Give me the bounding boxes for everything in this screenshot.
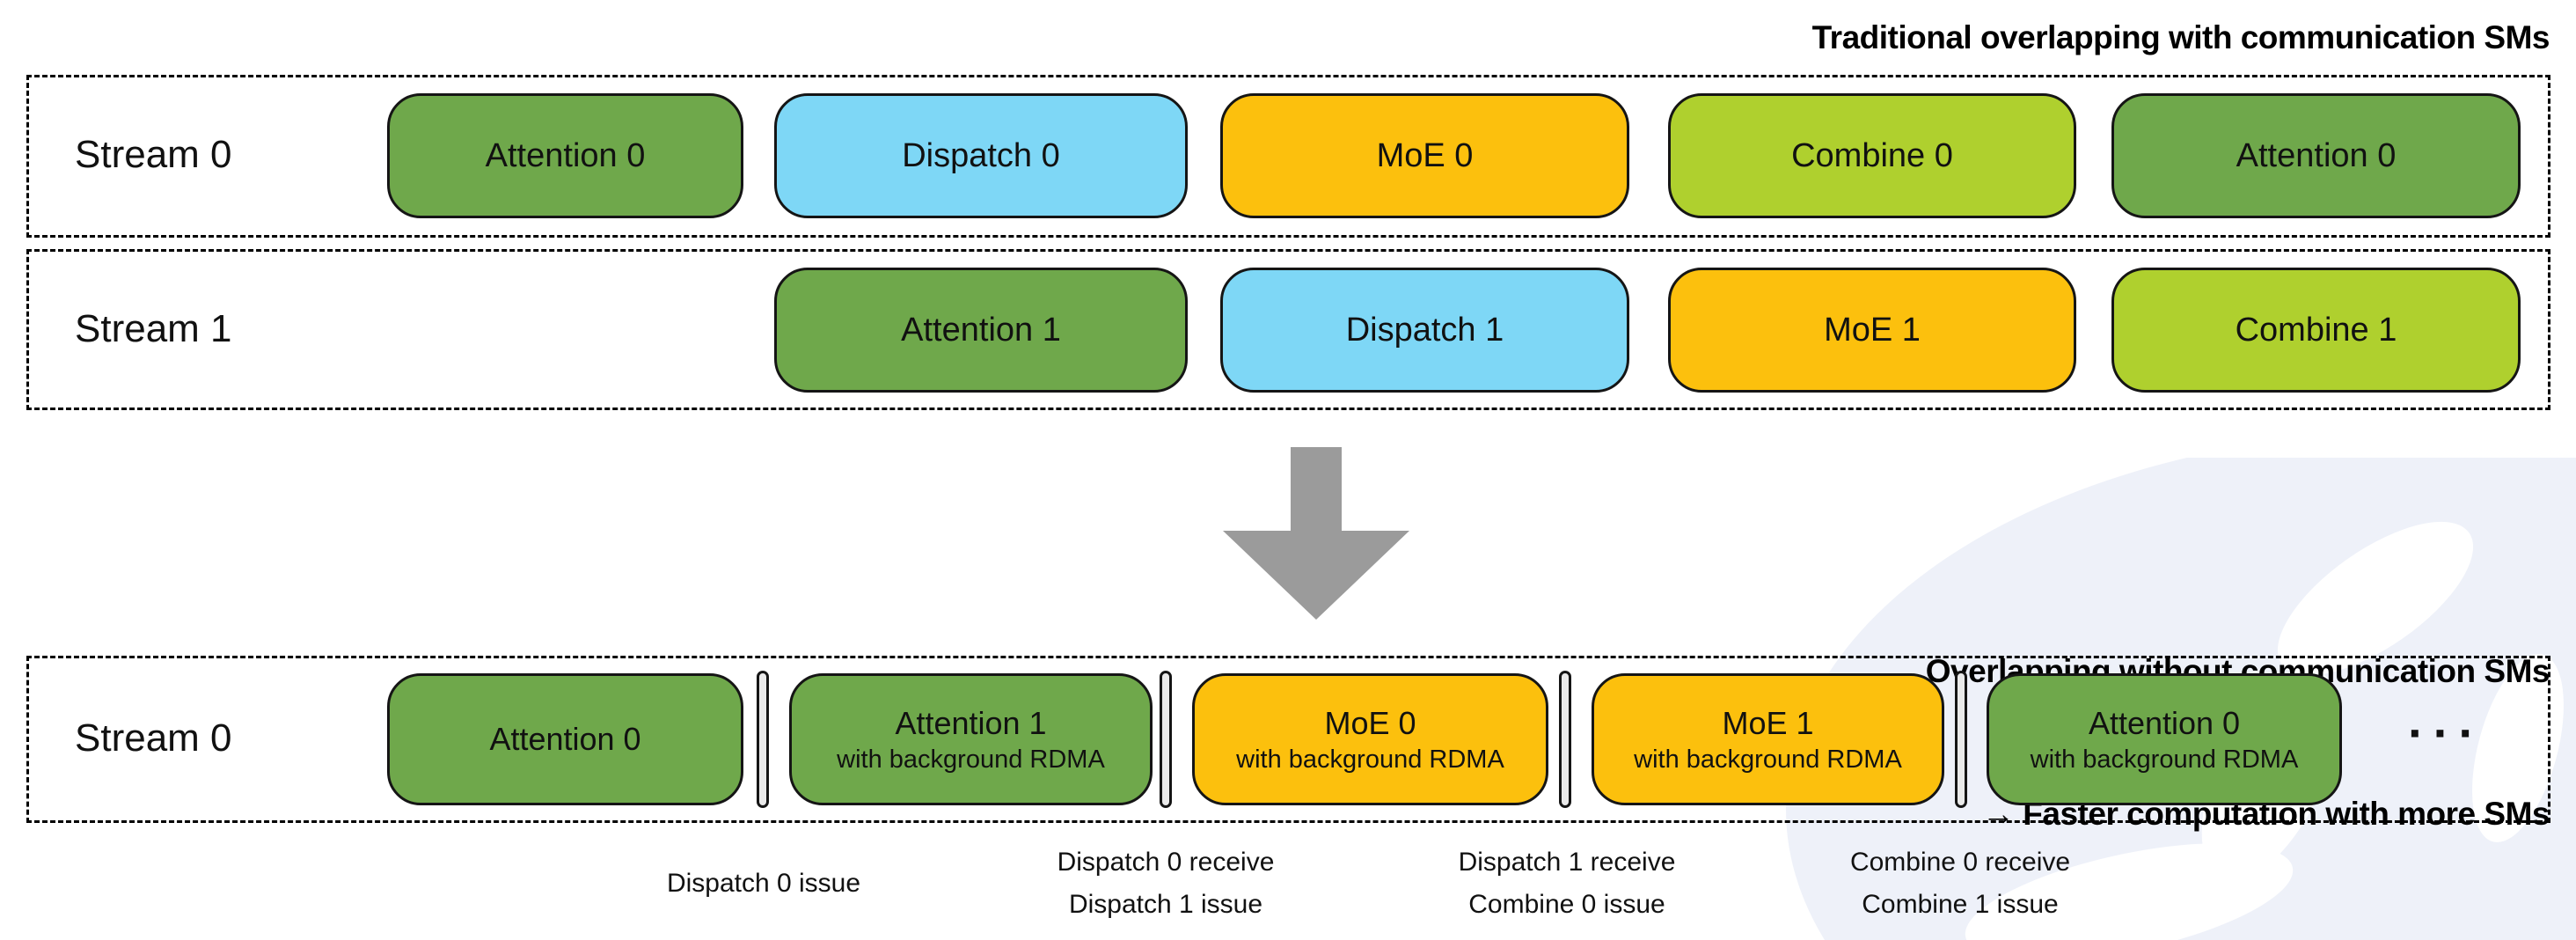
continuation-ellipsis: ··· xyxy=(2408,705,2484,760)
annotation-line: Combine 0 receive xyxy=(1849,848,2071,877)
block-label: MoE 1 xyxy=(1722,704,1814,741)
annotation-combine0-receive-combine1-issue: Combine 0 receive Combine 1 issue xyxy=(1767,838,2154,929)
annotation-line: Dispatch 1 issue xyxy=(1068,890,1263,919)
separator-bar-1 xyxy=(757,671,769,808)
top-stream0-label: Stream 0 xyxy=(75,133,232,176)
traditional-title: Traditional overlapping with communicati… xyxy=(1811,19,2550,55)
block-sublabel: with background RDMA xyxy=(2030,745,2299,774)
bottom-attention1-block: Attention 1 with background RDMA xyxy=(789,673,1153,805)
annotation-line: Combine 1 issue xyxy=(1862,890,2059,919)
block-label: Attention 0 xyxy=(489,721,641,757)
top-stream1-combine1-block: Combine 1 xyxy=(2111,268,2521,393)
top-stream1-label: Stream 1 xyxy=(75,307,232,350)
bottom-stream0-row-border xyxy=(26,656,2550,823)
block-sublabel: with background RDMA xyxy=(1236,745,1504,774)
top-stream1-dispatch1-block: Dispatch 1 xyxy=(1220,268,1629,393)
bottom-stream0-label: Stream 0 xyxy=(75,716,232,760)
bottom-moe0-block: MoE 0 with background RDMA xyxy=(1192,673,1548,805)
top-stream0-attention0-repeat-block: Attention 0 xyxy=(2111,93,2521,218)
top-stream0-dispatch0-block: Dispatch 0 xyxy=(774,93,1188,218)
separator-bar-4 xyxy=(1955,671,1967,808)
bottom-attention0-repeat-block: Attention 0 with background RDMA xyxy=(1987,673,2342,805)
annotation-line: Dispatch 0 receive xyxy=(1057,848,1275,877)
top-stream1-moe1-block: MoE 1 xyxy=(1668,268,2076,393)
top-stream0-row-border xyxy=(26,75,2550,238)
block-sublabel: with background RDMA xyxy=(837,745,1105,774)
separator-bar-2 xyxy=(1160,671,1172,808)
annotation-dispatch1-receive-combine0-issue: Dispatch 1 receive Combine 0 issue xyxy=(1373,838,1760,929)
top-stream1-attention1-block: Attention 1 xyxy=(774,268,1188,393)
bottom-moe1-block: MoE 1 with background RDMA xyxy=(1592,673,1944,805)
top-stream1-row-border xyxy=(26,249,2550,410)
annotation-line: Dispatch 0 issue xyxy=(666,869,861,898)
annotation-line: Dispatch 1 receive xyxy=(1458,848,1676,877)
annotation-dispatch0-issue: Dispatch 0 issue xyxy=(570,838,957,929)
block-sublabel: with background RDMA xyxy=(1634,745,1902,774)
annotation-dispatch0-receive-dispatch1-issue: Dispatch 0 receive Dispatch 1 issue xyxy=(972,838,1359,929)
block-label: MoE 0 xyxy=(1324,704,1416,741)
down-arrow-icon xyxy=(1223,447,1409,620)
separator-bar-3 xyxy=(1559,671,1571,808)
top-stream0-moe0-block: MoE 0 xyxy=(1220,93,1629,218)
top-stream0-attention0-block: Attention 0 xyxy=(387,93,743,218)
top-stream0-combine0-block: Combine 0 xyxy=(1668,93,2076,218)
bottom-attention0-block: Attention 0 xyxy=(387,673,743,805)
annotation-line: Combine 0 issue xyxy=(1468,890,1665,919)
block-label: Attention 0 xyxy=(2088,704,2241,741)
block-label: Attention 1 xyxy=(895,704,1047,741)
